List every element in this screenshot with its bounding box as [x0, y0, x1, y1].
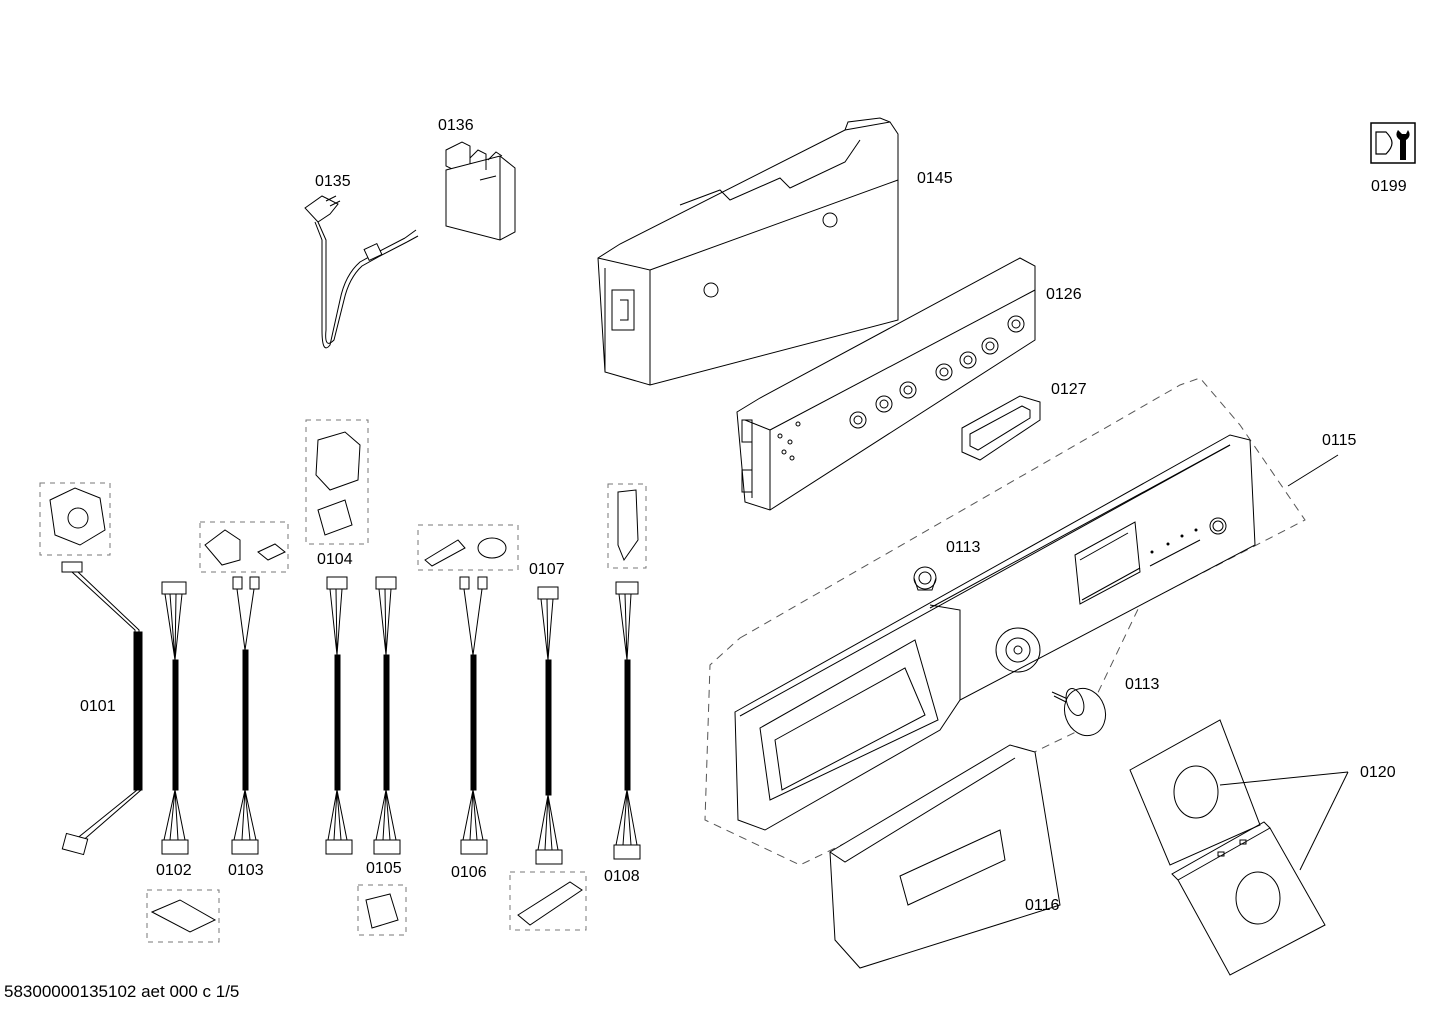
- harness-part-0102: [146, 581, 220, 943]
- motor-harness-part-0101: [39, 482, 143, 856]
- dispenser-handle-part-0116: [829, 744, 1061, 969]
- label-part-0105: 0105: [366, 860, 402, 877]
- knob-part-0113-lower: [1051, 687, 1107, 737]
- harness-part-0105: [357, 576, 407, 936]
- label-part-0107: 0107: [529, 561, 565, 578]
- harness-part-0106: [417, 524, 519, 855]
- label-part-0106: 0106: [451, 864, 487, 881]
- control-board-part-0126: [736, 257, 1036, 511]
- harness-part-0107: [509, 586, 587, 931]
- label-part-0116: 0116: [1025, 897, 1060, 914]
- interference-suppressor-part-0136: [445, 141, 516, 241]
- module-housing-part-0145: [597, 117, 899, 386]
- label-part-0126: 0126: [1046, 286, 1082, 303]
- leader-line-0115: [1287, 454, 1339, 487]
- label-part-0199: 0199: [1371, 178, 1407, 195]
- leader-lines-0120: [1219, 771, 1349, 871]
- harness-part-0108: [607, 483, 647, 860]
- label-part-0104: 0104: [317, 551, 353, 568]
- label-part-0127: 0127: [1051, 381, 1087, 398]
- label-part-0108: 0108: [604, 868, 640, 885]
- label-part-0113-lower: 0113: [1125, 676, 1160, 693]
- fascia-panel-part-0115: [704, 377, 1306, 866]
- label-part-0113-upper: 0113: [946, 539, 981, 556]
- harness-part-0103: [199, 521, 289, 855]
- cover-plate-part-0120-upper: [1129, 719, 1261, 866]
- label-part-0135: 0135: [315, 173, 351, 190]
- label-part-0145: 0145: [917, 170, 953, 187]
- power-cord-part-0135: [304, 195, 419, 349]
- label-part-0101: 0101: [80, 698, 116, 715]
- label-part-0136: 0136: [438, 117, 474, 134]
- knob-part-0113-upper: [913, 566, 937, 591]
- cover-plate-part-0120-lower: [1171, 821, 1326, 976]
- label-part-0115: 0115: [1322, 432, 1357, 449]
- label-part-0120: 0120: [1360, 764, 1396, 781]
- display-part-0127: [961, 395, 1041, 461]
- label-part-0103: 0103: [228, 862, 264, 879]
- document-reference-footer: 58300000135102 aet 000 c 1/5: [4, 982, 240, 1001]
- wrench-icon: [1370, 122, 1416, 164]
- label-part-0102: 0102: [156, 862, 192, 879]
- harness-part-0104: [305, 419, 369, 855]
